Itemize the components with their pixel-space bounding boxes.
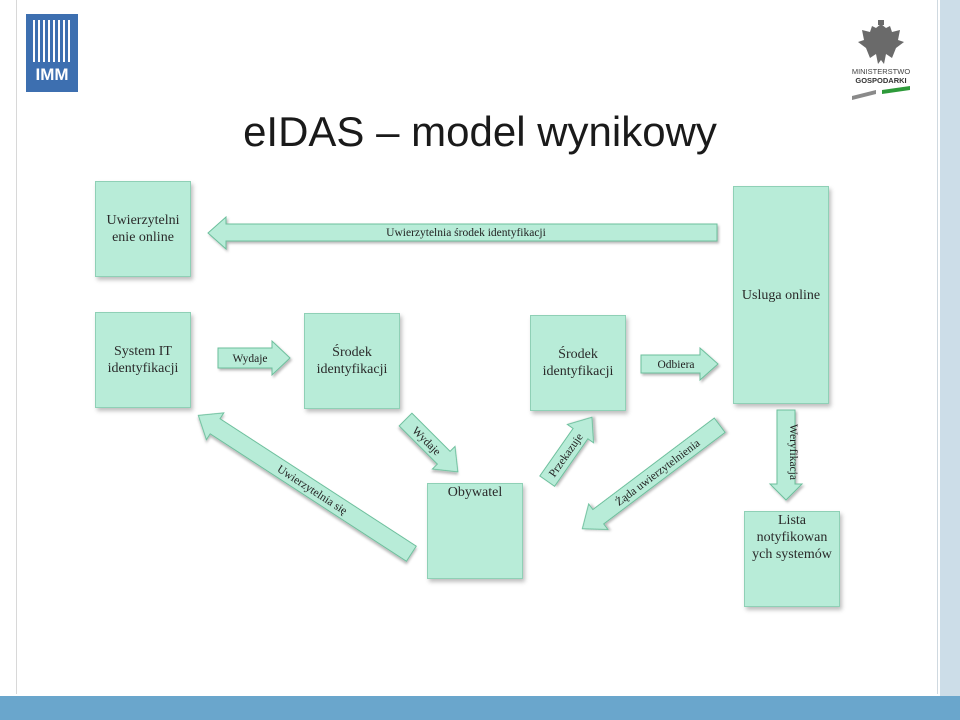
box-obywatel-label: Obywatel	[447, 485, 503, 500]
arrow-wydaje-1-label: Wydaje	[232, 353, 267, 365]
arrow-odbiera: Odbiera	[640, 346, 719, 382]
slide-border-right	[940, 0, 960, 720]
arrow-zada-label: Żąda uwierzytelnienia	[612, 436, 702, 509]
box-system-it-label: System IT identyfikacji	[107, 344, 179, 376]
box-lista-label: Lista notyfikowan ych systemów	[752, 513, 832, 562]
arrow-uwierzytelnia-sie-label: Uwierzytelnia się	[275, 463, 349, 517]
arrow-zada-uwierzytelnienia: Żąda uwierzytelnienia	[581, 417, 726, 531]
box-obywatel: Obywatel	[427, 483, 523, 579]
eagle-icon	[858, 20, 904, 64]
slide-frame	[16, 0, 938, 694]
imm-logo-text: IMM	[35, 65, 68, 84]
arrow-wydaje-2: Wydaje	[398, 412, 459, 473]
box-lista: Lista notyfikowan ych systemów	[744, 511, 840, 607]
arrow-wydaje-1: Wydaje	[217, 339, 291, 377]
box-uwierzytelnienie-online-label: Uwierzytelni enie online	[106, 213, 180, 245]
arrow-odbiera-label: Odbiera	[657, 359, 694, 371]
box-srodek-1-label: Środek identyfikacji	[316, 345, 388, 377]
arrow-uwierzytelnia-sie: Uwierzytelnia się	[197, 412, 417, 562]
arrow-top-label: Uwierzytelnia środek identyfikacji	[386, 227, 546, 239]
imm-logo: IMM	[26, 14, 78, 92]
box-srodek-1: Środek identyfikacji	[304, 313, 400, 409]
box-uwierzytelnienie-online: Uwierzytelni enie online	[95, 181, 191, 277]
ministry-logo-line1: MINISTERSTWO	[852, 67, 910, 76]
box-system-it: System IT identyfikacji	[95, 312, 191, 408]
box-srodek-2-label: Środek identyfikacji	[542, 347, 614, 379]
arrow-uwierzytelnia-srodek: Uwierzytelnia środek identyfikacji	[207, 215, 718, 251]
box-usluga-online-label: Usluga online	[741, 287, 821, 303]
arrow-weryfikacja: Weryfikacja	[768, 409, 804, 501]
arrow-przekazuje: Przekazuje	[539, 416, 595, 487]
ministry-logo-line2: GOSPODARKI	[855, 76, 906, 85]
ministry-logo: MINISTERSTWO GOSPODARKI	[852, 20, 910, 100]
box-usluga-online: Usluga online	[733, 186, 829, 404]
slide-title: eIDAS – model wynikowy	[243, 108, 717, 155]
arrow-weryfikacja-label: Weryfikacja	[787, 424, 799, 480]
box-srodek-2: Środek identyfikacji	[530, 315, 626, 411]
slide-border-bottom	[0, 696, 960, 720]
